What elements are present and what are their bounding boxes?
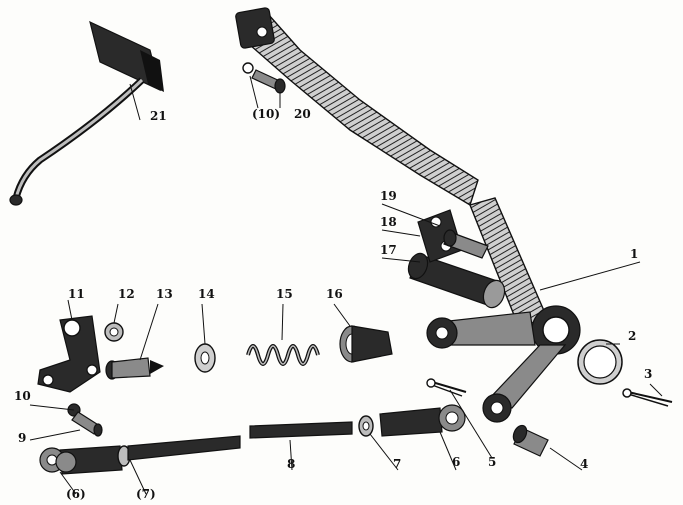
label-17: 17 [380, 243, 397, 257]
label-6b: (6) [66, 487, 86, 501]
label-9: 9 [18, 431, 26, 445]
part-5-split-pin [426, 378, 467, 397]
part-12-nut [104, 322, 124, 342]
part-labels: 1 2 3 4 5 6 7 8 9 10 (6) (7) 11 12 13 14… [14, 107, 652, 501]
label-5: 5 [488, 455, 496, 469]
part-1-pedal-lever [235, 7, 581, 423]
part-8-rod [249, 421, 353, 439]
label-1: 1 [630, 247, 638, 261]
label-20: 20 [294, 107, 311, 121]
label-8: 8 [287, 457, 295, 471]
label-7: 7 [393, 457, 401, 471]
label-10b: (10) [252, 107, 280, 121]
label-7b: (7) [136, 487, 156, 501]
label-21: 21 [150, 109, 167, 123]
part-3-split-pin [622, 388, 673, 407]
part-16-bush [339, 325, 393, 363]
label-4: 4 [580, 457, 588, 471]
label-6: 6 [452, 455, 460, 469]
part-15-spring [246, 344, 320, 366]
part-21-pedal-pad [9, 20, 164, 206]
label-13: 13 [156, 287, 173, 301]
label-3: 3 [644, 367, 652, 381]
part-8b-rod-long [127, 435, 241, 461]
label-10: 10 [14, 389, 31, 403]
part-6-fork-end [379, 404, 466, 437]
label-15: 15 [276, 287, 293, 301]
label-19: 19 [380, 189, 397, 203]
part-18-bracket [417, 209, 463, 263]
part-13-adjuster [105, 357, 164, 380]
part-7-locknut [358, 415, 374, 437]
leader-lines [29, 75, 663, 495]
label-18: 18 [380, 215, 397, 229]
part-14-washer [194, 343, 216, 373]
part-6b-fork-end [39, 445, 123, 475]
part-11-bell-crank [37, 315, 101, 393]
label-11: 11 [68, 287, 85, 301]
label-12: 12 [118, 287, 135, 301]
label-2: 2 [628, 329, 636, 343]
label-16: 16 [326, 287, 343, 301]
part-17-pivot-boss [407, 252, 506, 309]
part-19-bolt [443, 229, 489, 259]
part-2-washer [577, 339, 623, 385]
label-14: 14 [198, 287, 215, 301]
part-4-clevis-pin [512, 424, 549, 457]
